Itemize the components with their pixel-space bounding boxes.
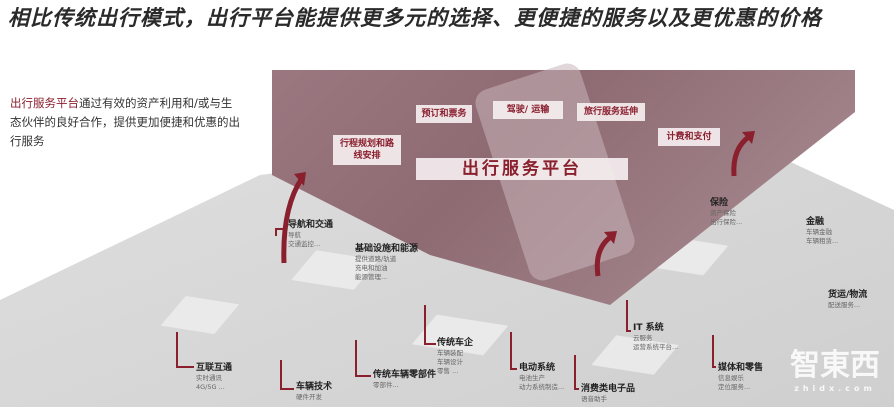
- eco-detail: 运营系统平台...: [633, 343, 679, 351]
- eco-detail: 零部件...: [373, 381, 399, 389]
- service-travel-extension: 旅行服务延伸: [577, 103, 645, 121]
- arrow-up-icon: [731, 131, 755, 177]
- eco-finance: 金融车辆金融车辆租赁...: [806, 217, 838, 246]
- eco-parts: 传统车辆零部件零部件...: [373, 370, 436, 390]
- eco-detail: 交通监控...: [288, 240, 321, 248]
- eco-detail: 信息娱乐: [718, 374, 744, 382]
- eco-detail: 硬件开发: [296, 393, 322, 401]
- eco-electric: 电动系统电池生产动力系统制造...: [519, 363, 564, 392]
- eco-detail: 车辆设计: [437, 358, 463, 366]
- arrow-up-icon: [594, 231, 617, 277]
- connector-line: [510, 332, 517, 370]
- connector-line: [176, 332, 194, 368]
- service-booking: 预订和票务: [416, 105, 472, 123]
- eco-detail: 车辆金融: [806, 228, 832, 236]
- intro-highlight: 出行服务平台: [10, 96, 79, 110]
- eco-media: 媒体和零售信息娱乐定位服务...: [718, 363, 763, 392]
- eco-name: 传统车企: [437, 338, 474, 348]
- eco-detail: 电池生产: [519, 374, 545, 382]
- eco-detail: 出行保险...: [710, 218, 743, 226]
- eco-detail: 配送服务...: [828, 301, 861, 309]
- eco-logistics: 货运/物流配送服务...: [828, 290, 888, 310]
- eco-detail: 云服务: [633, 334, 653, 342]
- connector-line: [280, 360, 294, 390]
- eco-name: 导航和交通: [288, 220, 334, 230]
- connector-line: [275, 228, 287, 236]
- eco-detail: 语音助手: [581, 395, 607, 403]
- eco-detail: 车辆装配: [437, 349, 463, 357]
- eco-detail: 能源管理...: [355, 273, 388, 281]
- eco-name: 互联互通: [196, 363, 233, 373]
- eco-detail: 实时通讯: [196, 374, 222, 382]
- eco-name: 车辆技术: [296, 382, 333, 392]
- connector-line: [626, 300, 631, 332]
- eco-detail: 车辆租赁...: [806, 237, 839, 245]
- eco-infrastructure: 基础设施和能源提供道路/轨道充电和加油能源管理...: [355, 244, 418, 282]
- eco-detail: 提供道路/轨道: [355, 255, 397, 263]
- eco-detail: 充电和加油: [355, 264, 388, 272]
- watermark-url: zhidx.com: [794, 384, 876, 393]
- connector-line: [424, 305, 436, 345]
- eco-name: 电动系统: [519, 363, 556, 373]
- eco-name: 消费类电子品: [581, 384, 636, 394]
- eco-it: IT 系统云服务运营系统平台...: [633, 323, 678, 352]
- eco-oem: 传统车企车辆装配车辆设计零售 ...: [437, 338, 473, 376]
- eco-detail: 导航: [288, 231, 301, 239]
- eco-name: 保险: [710, 198, 729, 208]
- eco-name: 货运/物流: [828, 290, 868, 300]
- eco-detail: 零售 ...: [437, 367, 459, 375]
- eco-detail: 定位服务...: [718, 383, 751, 391]
- eco-vehicle-tech: 车辆技术硬件开发: [296, 382, 332, 402]
- service-driving: 驾驶/ 运输: [493, 101, 563, 119]
- watermark-text: 智東西: [790, 348, 880, 383]
- eco-name: 传统车辆零部件: [373, 370, 437, 380]
- eco-name: IT 系统: [633, 323, 664, 333]
- service-trip-planning: 行程规划和路线安排: [333, 135, 401, 165]
- platform-center-label: 出行服务平台: [416, 158, 628, 180]
- eco-name: 媒体和零售: [718, 363, 764, 373]
- eco-detail: 4G/5G ...: [196, 383, 225, 391]
- eco-name: 金融: [806, 217, 825, 227]
- eco-electronics: 消费类电子品语音助手: [581, 384, 635, 404]
- page-title: 相比传统出行模式，出行平台能提供更多元的选择、更便捷的服务以及更优惠的价格: [8, 6, 822, 30]
- service-billing: 计费和支付: [658, 128, 720, 146]
- eco-name: 基础设施和能源: [355, 244, 419, 254]
- eco-detail: 资产保险: [710, 209, 736, 217]
- eco-detail: 动力系统制造...: [519, 383, 565, 391]
- eco-navigation: 导航和交通导航交通监控...: [288, 220, 333, 249]
- connector-line: [355, 340, 371, 377]
- connector-line: [712, 335, 716, 368]
- intro-text: 出行服务平台通过有效的资产利用和/或与生态伙伴的良好合作，提供更加便捷和优惠的出…: [10, 94, 240, 151]
- intro-body: 通过有效的资产利用和/或与生态伙伴的良好合作，提供更加便捷和优惠的出行服务: [10, 96, 240, 148]
- eco-insurance: 保险资产保险出行保险...: [710, 198, 742, 227]
- arrow-up-icon: [281, 172, 306, 264]
- connector-line: [574, 355, 579, 390]
